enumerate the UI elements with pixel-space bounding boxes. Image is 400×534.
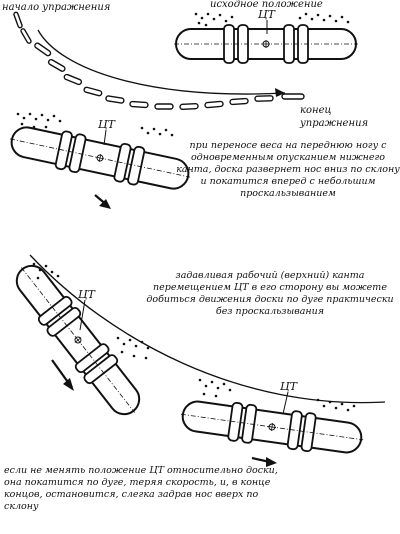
motion-arrowhead-1 — [99, 199, 111, 209]
step-1-description: при переносе веса на переднюю ногу с одн… — [176, 140, 400, 199]
board-end — [177, 394, 367, 460]
cg-label-4: ЦТ — [280, 380, 297, 393]
motion-arrowhead-2 — [63, 378, 74, 391]
board-carving — [5, 254, 151, 426]
snow-spray-2 — [16, 112, 174, 137]
cg-label-2: ЦТ — [98, 118, 115, 131]
board-initial — [173, 24, 359, 64]
snow-spray-3 — [32, 262, 150, 360]
initial-position-label: исходное положение — [210, 0, 323, 10]
snow-spray-4 — [198, 378, 356, 412]
cg-label-3: ЦТ — [78, 288, 95, 301]
arc-arrowhead — [275, 88, 285, 97]
end-label: конец упражнения — [300, 105, 369, 129]
cg-pointer-2 — [103, 129, 107, 146]
snow-spray-1 — [194, 12, 350, 27]
cg-pointer-3 — [79, 299, 86, 331]
trajectory-arc — [37, 29, 286, 95]
motion-arrowhead-3 — [266, 457, 277, 467]
step-2-description: задавливая рабочий (верхний) канта перем… — [146, 270, 394, 317]
trajectory-boards — [13, 11, 305, 111]
step-3-description: если не менять положение ЦТ относительно… — [4, 465, 278, 512]
cg-pointer-4 — [282, 391, 289, 415]
board-turning — [5, 119, 195, 197]
start-label: начало упражнения — [2, 2, 111, 13]
carve-arc — [29, 254, 386, 404]
cg-label-1: ЦТ — [258, 8, 275, 21]
